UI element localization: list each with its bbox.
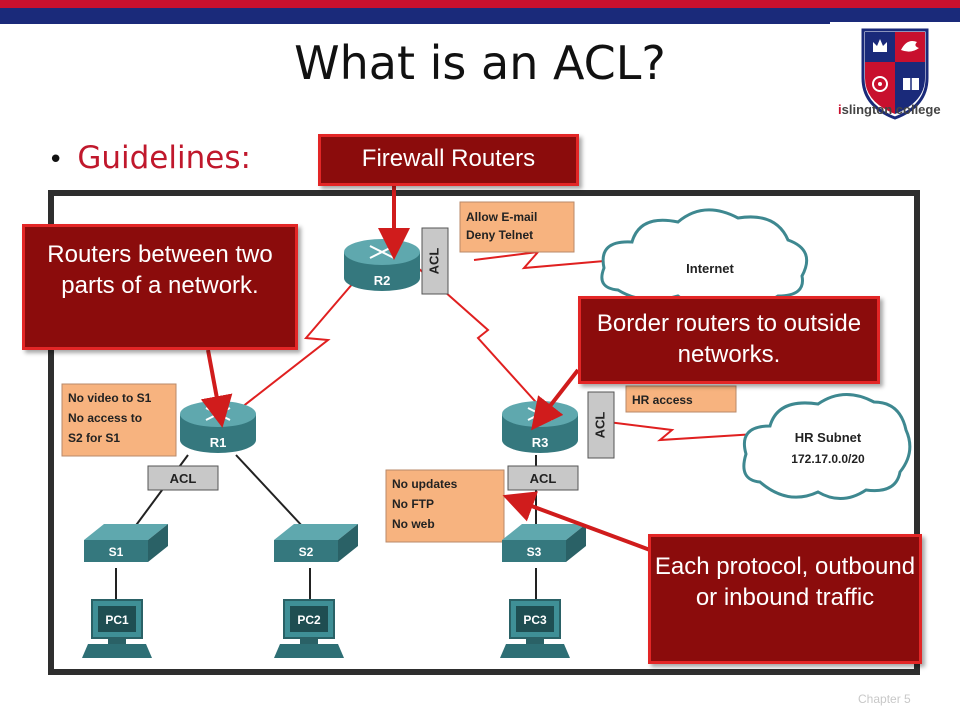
switch-s2-label: S2: [299, 545, 314, 559]
note-r3: [625, 385, 737, 413]
arrow-internal-to-r1: [200, 349, 233, 428]
switch-s2-icon: [274, 524, 358, 562]
acl-r3-label: ACL: [592, 412, 607, 439]
note-r1-line1: No video to S1: [68, 391, 152, 405]
note-r1-line2: No access to: [68, 411, 142, 425]
link-r3-hr: [607, 421, 757, 442]
note-r2-line2: Deny Telnet: [466, 228, 533, 242]
bullet-text: Guidelines:: [77, 140, 251, 176]
callout-each-protocol: Each protocol, outbound or inbound traff…: [648, 534, 922, 664]
note-s3-line3: No web: [392, 517, 435, 531]
callout-internal-routers: Routers between two parts of a network.: [22, 224, 298, 350]
router-r2-label: R2: [374, 273, 391, 288]
link-r2-internet: [473, 250, 617, 270]
pc-pc2-icon: [274, 599, 344, 658]
hr-subnet-cloud-icon: [742, 393, 912, 500]
pc-pc1-icon: [82, 599, 152, 658]
hr-subnet-label: HR Subnet: [795, 430, 862, 445]
arrow-protocol-to-note: [502, 491, 651, 552]
acl-r1-label: ACL: [170, 471, 197, 486]
arrow-border-to-r3: [531, 368, 580, 431]
bullet-item: • Guidelines:: [48, 140, 251, 176]
note-s3-line1: No updates: [392, 477, 458, 491]
top-banner: [0, 0, 960, 24]
note-r2: [459, 201, 575, 253]
acl-r3-s3-label: ACL: [530, 471, 557, 486]
bullet-dot-icon: •: [48, 145, 64, 175]
callout-border-routers: Border routers to outside networks.: [578, 296, 880, 384]
note-r1: [61, 383, 177, 457]
switch-s1-icon: [84, 524, 168, 562]
banner-blue-stripe: [0, 8, 960, 22]
pc-pc1-label: PC1: [105, 613, 129, 627]
router-r1-label: R1: [210, 435, 227, 450]
link-r2-r3: [417, 267, 544, 411]
callout-firewall-routers: Firewall Routers: [318, 134, 579, 186]
internet-label: Internet: [686, 261, 734, 276]
banner-red-stripe: [0, 0, 960, 8]
banner-underline: [0, 22, 830, 24]
college-logo: [835, 26, 955, 121]
acl-r1: [147, 465, 219, 491]
acl-r2-label: ACL: [426, 248, 441, 275]
acl-r3-s3: [507, 465, 579, 491]
college-crest-icon: [861, 28, 929, 120]
acl-r2: [421, 227, 449, 295]
college-wordmark: islington college: [838, 102, 941, 117]
note-r3-line1: HR access: [632, 393, 693, 407]
switch-s1-label: S1: [109, 545, 124, 559]
link-r1-s2: [235, 454, 305, 529]
hr-subnet-address: 172.17.0.0/20: [791, 452, 865, 466]
note-s3: [385, 469, 505, 543]
note-s3-line2: No FTP: [392, 497, 434, 511]
chapter-footer: Chapter 5: [858, 692, 911, 706]
note-r2-line1: Allow E-mail: [466, 210, 537, 224]
switch-s3-icon: [502, 524, 586, 562]
link-r2-r1: [227, 267, 367, 419]
slide-title: What is an ACL?: [294, 36, 666, 90]
pc-pc2-label: PC2: [297, 613, 321, 627]
pc-pc3-label: PC3: [523, 613, 547, 627]
switch-s3-label: S3: [527, 545, 542, 559]
router-r3-label: R3: [532, 435, 549, 450]
pc-pc3-icon: [500, 599, 570, 658]
note-r1-line3: S2 for S1: [68, 431, 120, 445]
acl-r3: [587, 391, 615, 459]
